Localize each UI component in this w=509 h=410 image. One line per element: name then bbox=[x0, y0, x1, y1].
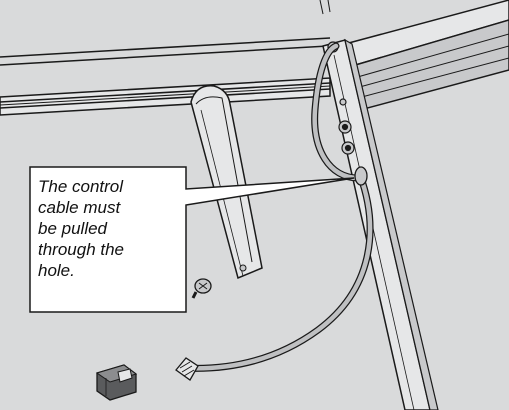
detached-connector-icon bbox=[95, 364, 138, 401]
top-frame-edge bbox=[0, 37, 331, 66]
callout-line: cable must bbox=[38, 198, 121, 217]
callout-text: The control cable must be pulled through… bbox=[38, 176, 188, 281]
callout-box bbox=[29, 166, 355, 313]
bolt-icon bbox=[338, 98, 355, 155]
callout-line: through the bbox=[38, 240, 125, 259]
callout-line: The control bbox=[38, 177, 124, 196]
control-cable-icon bbox=[178, 42, 374, 372]
upright-post bbox=[322, 38, 439, 410]
cable-hole bbox=[354, 166, 368, 186]
screw-icon bbox=[191, 278, 212, 299]
cable-connector-icon bbox=[175, 357, 199, 381]
callout-line: hole. bbox=[38, 261, 75, 280]
frame-tube-icon bbox=[0, 77, 331, 116]
callout-line: be pulled bbox=[38, 219, 108, 238]
mounting-bracket-icon bbox=[190, 85, 263, 280]
